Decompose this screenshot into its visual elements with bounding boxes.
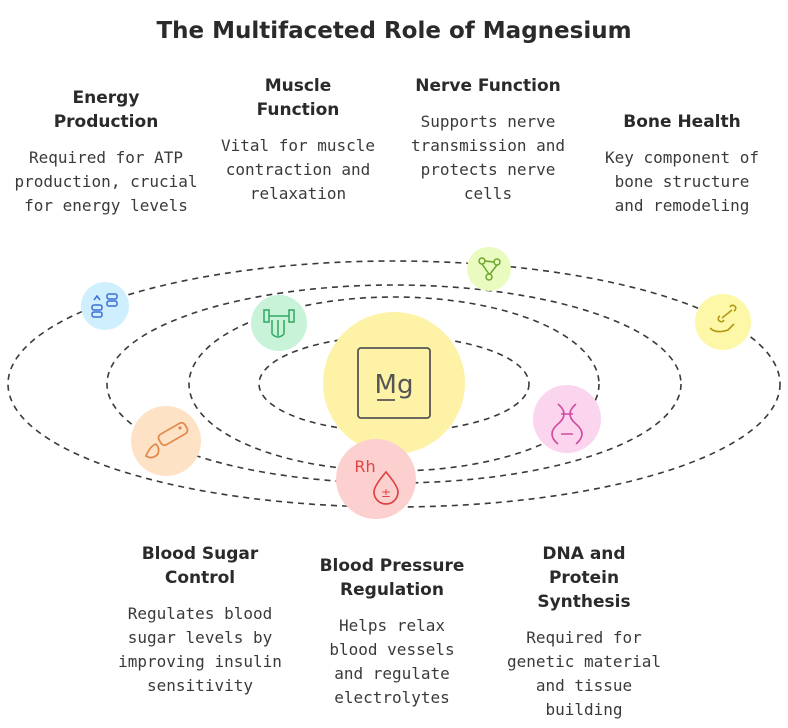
dna-icon [533, 385, 601, 453]
nerve-network-icon [467, 247, 511, 291]
energy-production-description: Required for ATP production, crucial for… [14, 148, 198, 215]
bone-hand-icon [695, 294, 751, 350]
blood-drop-icon: Rh ± [336, 439, 416, 519]
dna-protein-synthesis-description: Required for genetic material and tissue… [506, 628, 662, 719]
energy-production-heading: Energy Production [53, 88, 159, 132]
plus-minus-symbol: ± [381, 486, 391, 500]
center-circle [323, 312, 465, 454]
nerve-function-heading: Nerve Function [415, 76, 561, 96]
dna-protein-synthesis-heading: DNA and Protein Synthesis [537, 544, 631, 612]
orbit-ring-outer [7, 260, 781, 508]
element-symbol: Mg [375, 370, 414, 400]
element-box [357, 347, 431, 419]
blood-sugar-control-heading: Blood Sugar Control [141, 544, 259, 588]
muscle-function-block: Muscle Function Vital for muscle contrac… [210, 74, 386, 206]
nerve-function-block: Nerve Function Supports nerve transmissi… [398, 74, 578, 206]
bone-health-block: Bone Health Key component of bone struct… [592, 110, 772, 218]
orbit-ring-middle [188, 296, 600, 472]
diagram-title: The Multifaceted Role of Magnesium [156, 18, 632, 44]
glucose-meter-icon [131, 406, 201, 476]
dna-protein-synthesis-block: DNA and Protein Synthesis Required for g… [498, 542, 670, 722]
blood-sugar-control-description: Regulates blood sugar levels by improvin… [118, 604, 282, 695]
blood-pressure-regulation-block: Blood Pressure Regulation Helps relax bl… [296, 554, 488, 710]
blood-pressure-regulation-description: Helps relax blood vessels and regulate e… [329, 616, 455, 707]
center-magnesium: Mg [323, 312, 465, 454]
bone-health-heading: Bone Health [623, 112, 741, 132]
dumbbell-hand-icon [251, 295, 307, 351]
battery-icon [81, 282, 129, 330]
muscle-function-heading: Muscle Function [256, 76, 340, 120]
energy-production-block: Energy Production Required for ATP produ… [13, 86, 199, 218]
blood-type-label: Rh [354, 457, 375, 476]
bone-health-description: Key component of bone structure and remo… [604, 148, 760, 215]
nerve-function-description: Supports nerve transmission and protects… [410, 112, 566, 203]
blood-sugar-control-block: Blood Sugar Control Regulates blood suga… [108, 542, 292, 698]
blood-pressure-regulation-heading: Blood Pressure Regulation [319, 556, 465, 600]
muscle-function-description: Vital for muscle contraction and relaxat… [220, 136, 376, 203]
